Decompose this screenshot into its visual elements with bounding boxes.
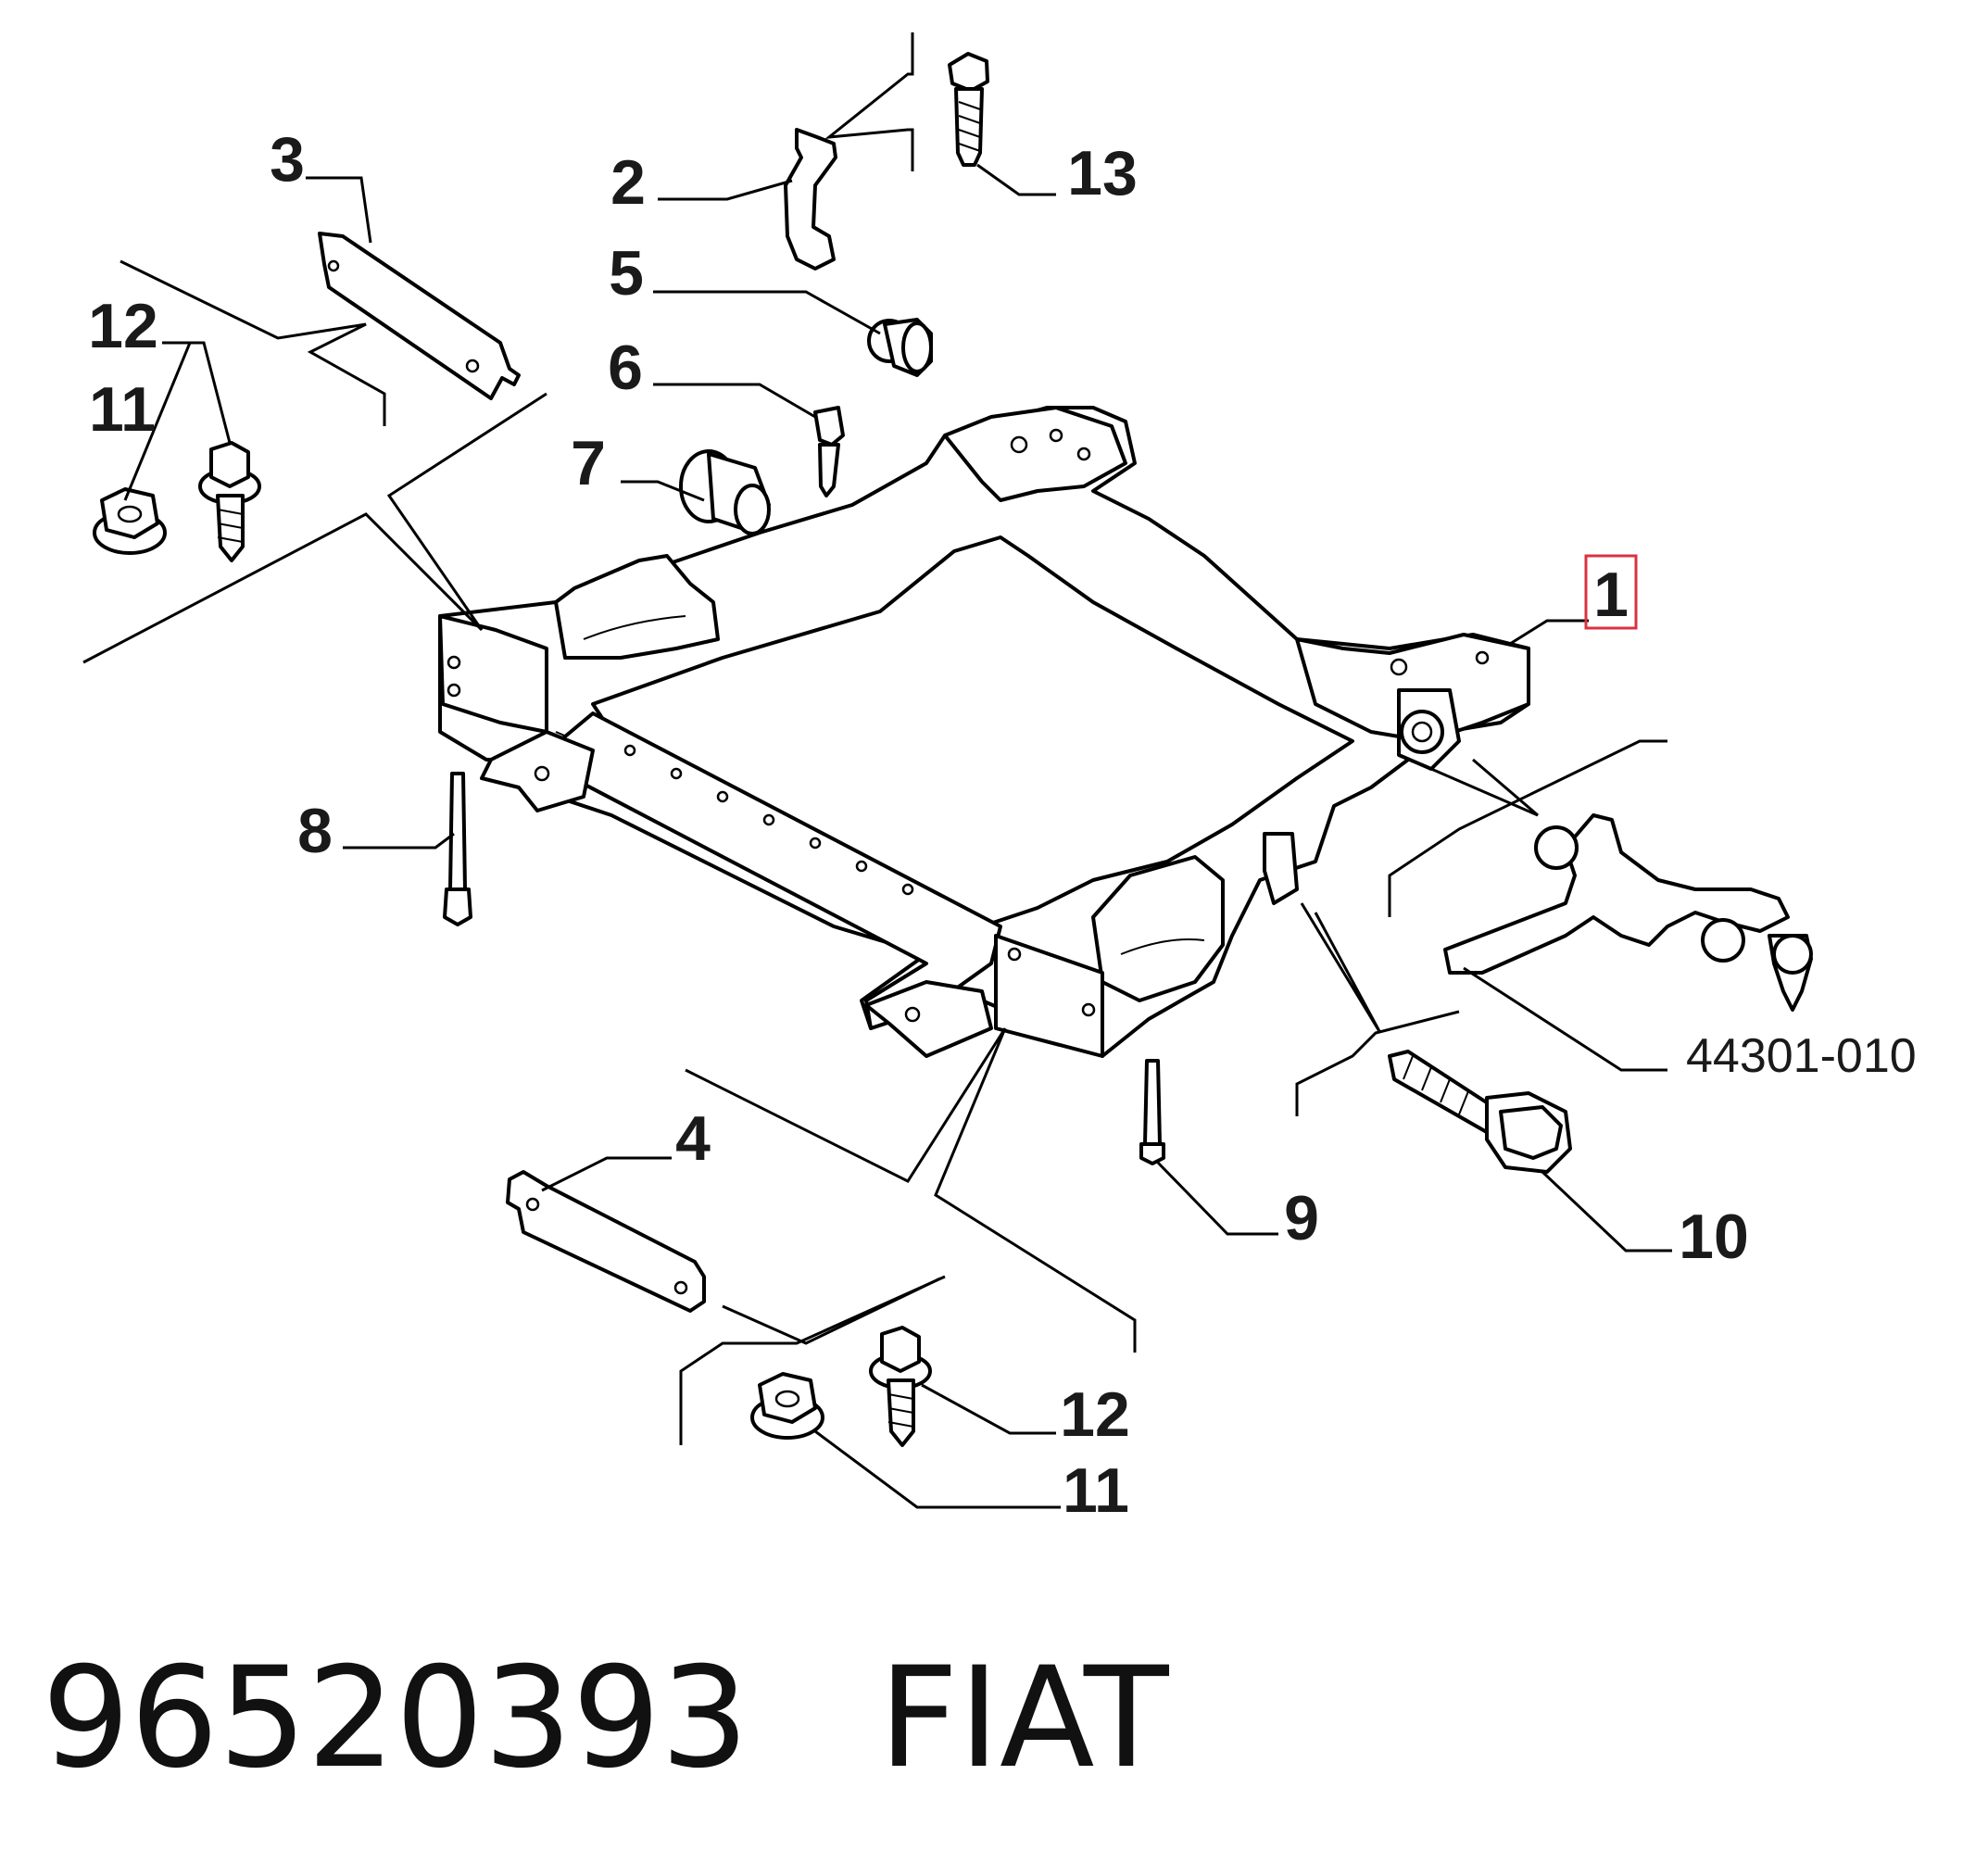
part-number: 96520393 [42,1638,749,1799]
callout-1: 1 [1593,560,1629,630]
brand-name: FIAT [878,1638,1169,1799]
footer: 96520393 FIAT [42,1640,1169,1797]
bolt-part-12-lower [869,1326,932,1447]
callout-8: 8 [297,796,333,866]
callout-3: 3 [270,124,305,195]
callout-12-lower: 12 [1060,1379,1130,1450]
callout-13: 13 [1067,138,1138,208]
plug-part-5 [867,318,933,377]
brace-part-4 [506,1170,706,1313]
bushing-part-7 [679,449,771,535]
callout-6: 6 [608,333,643,403]
parts-diagram: 1 2 3 4 5 6 7 8 9 10 11 11 12 12 13 4430… [82,32,1917,1526]
callout-11-lower: 11 [1063,1455,1129,1526]
callout-11-upper: 11 [89,374,156,445]
callout-4: 4 [675,1103,711,1174]
control-arm [1443,813,1813,1012]
bolt-part-12-upper [198,441,261,562]
bolt-part-10 [1388,1050,1572,1174]
bracket-part-2 [784,128,837,271]
callout-7: 7 [571,428,606,498]
bolt-part-9 [1139,1059,1165,1165]
group-lines [82,32,1667,1445]
leader-lines [123,163,1672,1509]
bolt-part-13 [948,52,989,167]
callout-12-upper: 12 [88,291,158,361]
callout-2: 2 [610,147,646,218]
callout-10: 10 [1679,1202,1749,1272]
callout-1-highlight [1584,554,1638,630]
nut-part-11-upper [93,487,167,555]
brace-part-3 [318,232,521,400]
reference-label: 44301-010 [1686,1029,1917,1083]
bolt-part-8 [443,772,472,926]
callout-9: 9 [1284,1183,1319,1253]
callout-5: 5 [609,238,644,308]
pin-part-6 [813,406,845,497]
front-subframe [438,406,1530,1058]
nut-part-11-lower [750,1372,824,1440]
